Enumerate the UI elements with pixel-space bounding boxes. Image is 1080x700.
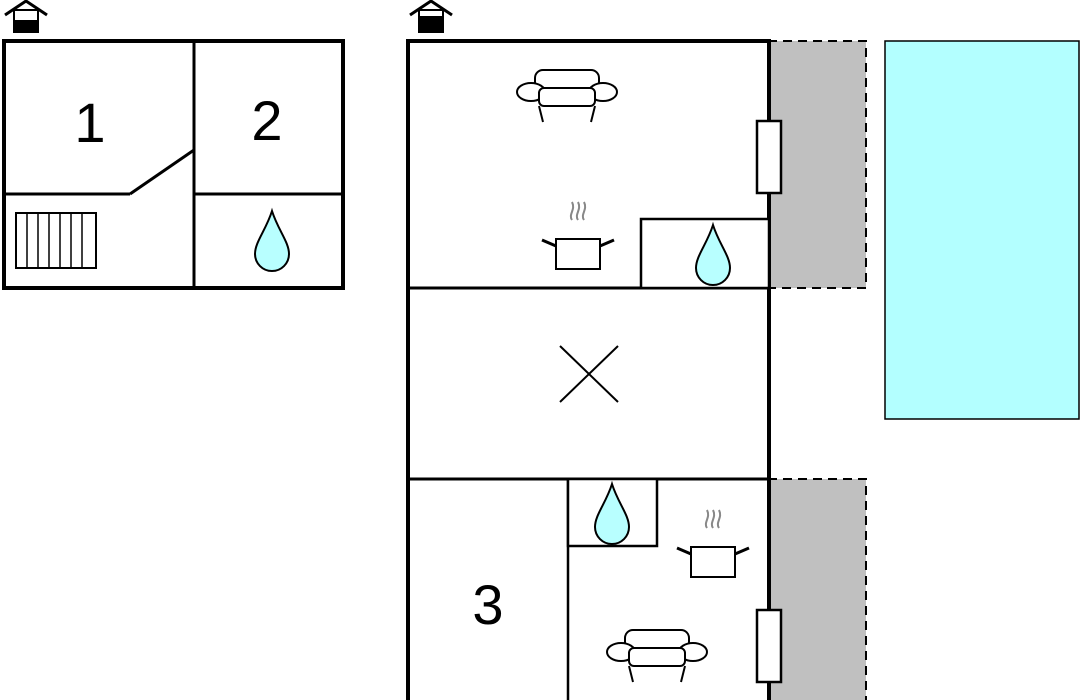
cooking-pot-icon — [676, 509, 750, 578]
room-label-1: 1 — [74, 91, 105, 154]
sofa-icon — [516, 69, 618, 123]
water-drop-icon — [593, 480, 631, 545]
stairs-icon — [15, 212, 97, 269]
sofa-icon — [606, 629, 708, 683]
house-floor-upper-icon — [4, 0, 48, 33]
window-icon — [755, 608, 783, 684]
floor-upper: 1 2 — [2, 0, 345, 290]
floor-ground: 3 — [406, 0, 867, 700]
water-drop-icon — [694, 221, 732, 286]
house-floor-ground-icon — [409, 0, 453, 33]
window-icon — [755, 119, 783, 195]
pool — [884, 40, 1080, 420]
room-label-2: 2 — [251, 89, 282, 152]
ground-outer-wall — [406, 39, 771, 700]
room-label-3: 3 — [472, 573, 503, 636]
cooking-pot-icon — [541, 201, 615, 270]
terrace-upper — [767, 40, 867, 289]
water-drop-icon — [253, 207, 291, 272]
terrace-lower — [767, 478, 867, 700]
x-mark-icon — [559, 345, 619, 403]
